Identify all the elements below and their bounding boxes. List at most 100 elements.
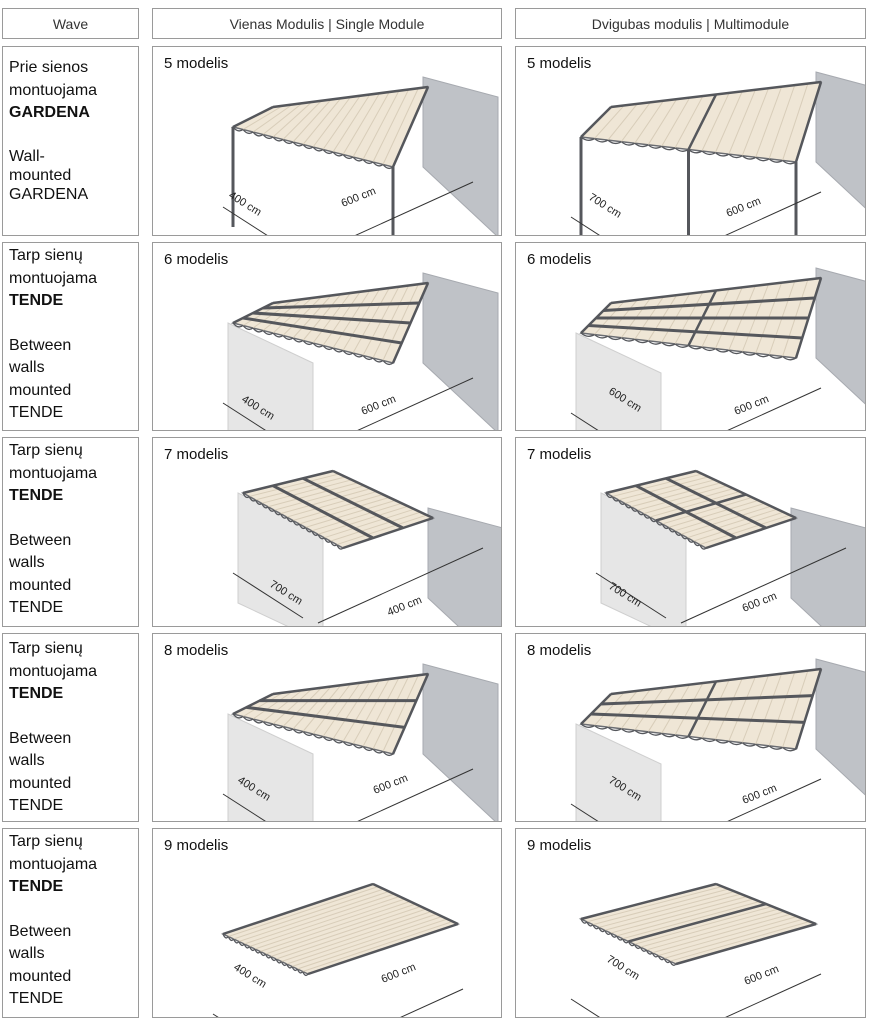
label-en-line3: mounted xyxy=(9,967,72,985)
model-cell-multi: 7 modelis 700 cm 600 cm xyxy=(515,437,866,627)
dimension-depth-label: 400 cm xyxy=(231,961,268,990)
dimension-depth-label: 600 cm xyxy=(606,385,643,414)
header-single-module: Vienas Modulis | Single Module xyxy=(152,8,502,39)
model-cell-multi: 8 modelis 700 cm 600 cm xyxy=(515,633,866,822)
pergola-illustration xyxy=(222,663,499,821)
header-multimodule: Dvigubas modulis | Multimodule xyxy=(515,8,866,39)
label-lt-line1: Tarp sienų xyxy=(9,640,83,657)
model-cell-multi: 6 modelis 600 cm 600 cm xyxy=(515,242,866,431)
label-en-line3: mounted xyxy=(9,774,72,792)
model-cell-multi: 5 modelis 700 cm 600 cm xyxy=(515,46,866,236)
label-lt-line1: Tarp sienų xyxy=(9,442,83,459)
header-multi-text: Dvigubas modulis | Multimodule xyxy=(591,15,790,32)
pergola-illustration xyxy=(570,71,865,235)
model-title: 7 modelis xyxy=(527,446,592,463)
label-en-line4: TENDE xyxy=(9,990,64,1007)
model-title: 8 modelis xyxy=(527,642,592,659)
dimension-depth-label: 400 cm xyxy=(239,393,276,422)
dimension-width-label: 600 cm xyxy=(380,961,418,986)
pergola-drawing xyxy=(595,469,865,626)
pergola-illustration xyxy=(570,658,865,821)
label-product-name: TENDE xyxy=(9,487,64,504)
label-lt-line2: montuojama xyxy=(9,464,98,482)
label-en-line4: TENDE xyxy=(9,404,64,421)
label-en-line4: TENDE xyxy=(9,599,64,616)
model-cell-single: 8 modelis 400 cm 600 cm xyxy=(152,633,502,822)
model-cell-single: 9 modelis 400 cm 600 cm xyxy=(152,828,502,1018)
label-lt-line1: Tarp sienų xyxy=(9,833,83,850)
label-en-line2: walls xyxy=(9,752,45,769)
label-lt-line2: montuojama xyxy=(9,269,98,287)
label-en-line2: walls xyxy=(9,554,45,571)
label-en-line1: Between xyxy=(9,922,72,940)
dimension-width-label: 400 cm xyxy=(386,594,424,619)
pergola-drawing xyxy=(222,272,499,430)
pergola-illustration xyxy=(222,76,499,235)
label-lt-line2: montuojama xyxy=(9,662,98,680)
row-label-tende: Tarp sienų montuojama TENDE Between wall… xyxy=(2,633,139,822)
label-en-line2: walls xyxy=(9,945,45,962)
pergola-drawing xyxy=(570,882,822,1017)
model-title: 9 modelis xyxy=(527,837,592,854)
model-title: 6 modelis xyxy=(164,251,229,268)
model-title: 9 modelis xyxy=(164,837,229,854)
pergola-illustration xyxy=(222,272,499,430)
label-en-line3: mounted xyxy=(9,576,72,594)
dimension-width-label: 600 cm xyxy=(725,195,763,220)
dimension-depth-label: 700 cm xyxy=(606,580,643,609)
pergola-drawing xyxy=(570,71,865,235)
dimension-depth-label: 400 cm xyxy=(235,774,272,803)
dimension-width-label: 600 cm xyxy=(340,185,378,210)
label-en-line2: walls xyxy=(9,359,45,376)
label-lt-line2: montuojama xyxy=(9,81,98,99)
dimension-depth-label: 700 cm xyxy=(604,953,641,982)
label-lt-line2: montuojama xyxy=(9,855,98,873)
model-cell-single: 5 modelis 400 cm 600 cm xyxy=(152,46,502,236)
pergola-drawing xyxy=(222,76,499,235)
model-title: 7 modelis xyxy=(164,446,229,463)
label-en-line1: Between xyxy=(9,729,72,747)
model-title: 5 modelis xyxy=(527,55,592,72)
dimension-width-label: 600 cm xyxy=(372,772,410,797)
pergola-drawing xyxy=(222,663,499,821)
model-title: 8 modelis xyxy=(164,642,229,659)
pergola-illustration xyxy=(212,882,464,1017)
dimension-width-label: 600 cm xyxy=(741,782,779,807)
label-en-line1: Between xyxy=(9,336,72,354)
label-en-line4: TENDE xyxy=(9,797,64,814)
pergola-illustration xyxy=(570,267,865,430)
model-cell-single: 7 modelis 700 cm 400 cm xyxy=(152,437,502,627)
label-lt-line1: Tarp sienų xyxy=(9,247,83,264)
dimension-width-label: 600 cm xyxy=(741,590,779,615)
pergola-illustration xyxy=(570,882,822,1017)
row-label-tende: Tarp sienų montuojama TENDE Between wall… xyxy=(2,437,139,627)
label-en-line3: mounted xyxy=(9,381,72,399)
row-label-tende: Tarp sienų montuojama TENDE Between wall… xyxy=(2,242,139,431)
model-title: 6 modelis xyxy=(527,251,592,268)
pergola-drawing xyxy=(570,267,865,430)
label-product-name: TENDE xyxy=(9,878,64,895)
header-single-text: Vienas Modulis | Single Module xyxy=(229,15,425,32)
header-wave-text: Wave xyxy=(52,15,89,32)
label-product-name: TENDE xyxy=(9,685,64,702)
label-lt-line1: Prie sienos xyxy=(9,59,89,76)
model-cell-single: 6 modelis 400 cm 600 cm xyxy=(152,242,502,431)
pergola-drawing xyxy=(212,882,464,1017)
model-title: 5 modelis xyxy=(164,55,229,72)
dimension-depth-label: 700 cm xyxy=(267,578,304,607)
label-en-line1: Wall- xyxy=(9,147,45,165)
dimension-width-label: 600 cm xyxy=(743,963,781,988)
model-cell-multi: 9 modelis 700 cm 600 cm xyxy=(515,828,866,1018)
label-product-name: GARDENA xyxy=(9,104,90,121)
dimension-depth-label: 400 cm xyxy=(226,189,263,218)
row-label-tende: Tarp sienų montuojama TENDE Between wall… xyxy=(2,828,139,1018)
dimension-depth-label: 700 cm xyxy=(606,774,643,803)
label-product-name: TENDE xyxy=(9,292,64,309)
row-label-gardena: Prie sienos montuojama GARDENA Wall- mou… xyxy=(2,46,139,236)
pergola-drawing xyxy=(232,469,501,626)
dimension-depth-label: 700 cm xyxy=(586,191,623,220)
dimension-width-label: 600 cm xyxy=(360,393,398,418)
pergola-illustration xyxy=(232,469,501,626)
header-wave: Wave xyxy=(2,8,139,39)
pergola-drawing xyxy=(570,658,865,821)
